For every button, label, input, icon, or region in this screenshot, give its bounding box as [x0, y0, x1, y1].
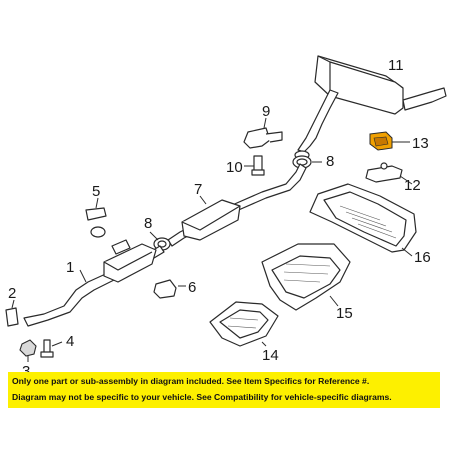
part-13-hanger-highlighted	[369, 131, 410, 151]
callout-6: 6	[188, 279, 196, 296]
callout-13: 13	[412, 135, 429, 152]
part-4-stud	[40, 339, 63, 358]
part-15-heat-shield	[261, 243, 351, 311]
callout-1: 1	[66, 259, 74, 276]
callout-2: 2	[8, 285, 16, 302]
callout-3: 3	[22, 363, 30, 380]
disclaimer-line-1: Only one part or sub-assembly in diagram…	[12, 376, 370, 386]
callout-8-lower: 8	[144, 215, 152, 232]
part-1-front-pipe	[23, 239, 165, 327]
callout-10: 10	[226, 159, 243, 176]
part-8-clamp-upper	[292, 155, 322, 169]
callout-16: 16	[414, 249, 431, 266]
callout-4: 4	[66, 333, 74, 350]
disclaimer-banner: Only one part or sub-assembly in diagram…	[8, 372, 440, 408]
part-5-hanger	[85, 197, 107, 238]
part-3-nut	[19, 339, 37, 362]
callout-8-upper: 8	[326, 153, 334, 170]
callout-15: 15	[336, 305, 353, 322]
part-11-rear-muffler	[294, 55, 447, 160]
callout-9: 9	[262, 103, 270, 120]
callout-7: 7	[194, 181, 202, 198]
disclaimer-line-2: Diagram may not be specific to your vehi…	[12, 392, 392, 402]
callout-5: 5	[92, 183, 100, 200]
part-9-bracket	[243, 117, 283, 149]
callout-12: 12	[404, 177, 421, 194]
part-10-bolt	[244, 155, 265, 176]
part-6-clamp	[153, 279, 186, 299]
callout-14: 14	[262, 347, 279, 364]
part-2-gasket	[5, 299, 19, 327]
part-14-heat-shield	[209, 301, 279, 347]
part-7-intermediate-pipe	[167, 163, 307, 247]
part-12-bracket	[365, 162, 413, 185]
part-16-heat-shield	[309, 183, 417, 257]
callout-11: 11	[388, 57, 404, 74]
